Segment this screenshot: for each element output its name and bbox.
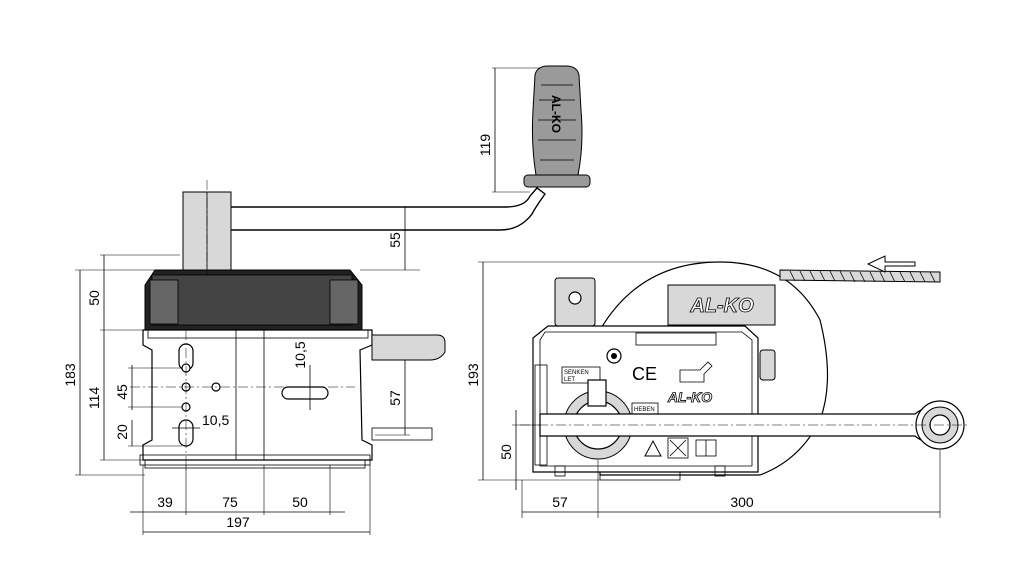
brand-logo: AL-KO: [689, 295, 754, 317]
label-let: LET: [564, 377, 575, 383]
dim-39: 39: [157, 494, 173, 510]
slot-right: [281, 386, 329, 400]
winch-side-view: AL-KO CE AL-KO SENKEN LET HEBEN: [520, 255, 970, 481]
dim-10-5-bottom: 10,5: [202, 412, 229, 428]
housing-rib: [235, 329, 265, 461]
crank-arm: [231, 187, 546, 231]
dim-75: 75: [222, 494, 238, 510]
no-person-under-load-icon: [667, 437, 689, 459]
dim-57-left: 57: [387, 390, 403, 406]
dim-55: 55: [387, 232, 403, 248]
winch-front-view: AL-KO: [130, 65, 591, 470]
right-view-dimensions: 193 50 57 300: [465, 261, 941, 518]
left-view-dimensions: 119 55 50 183 114 45 20 10,5 1: [62, 67, 540, 535]
handle-base: [523, 174, 591, 188]
dim-300: 300: [730, 494, 754, 510]
handle-logo: AL-KO: [549, 95, 563, 133]
dim-50-bottom: 50: [292, 494, 308, 510]
brand-plate: [667, 284, 776, 326]
winch-strap: [779, 269, 941, 283]
warning-triangle-icon: [644, 439, 662, 457]
pull-direction-arrow-icon: [866, 255, 916, 273]
label-senken: SENKEN: [564, 370, 589, 376]
crank-handle-grip: [531, 65, 583, 176]
dim-183: 183: [62, 363, 78, 387]
side-housing: [532, 325, 759, 473]
dim-20: 20: [114, 424, 130, 440]
winch-symbol-icon: [679, 361, 713, 383]
ce-mark: CE: [632, 364, 657, 384]
label-heben: HEBEN: [634, 407, 655, 413]
side-bracket: [371, 334, 446, 361]
dim-45: 45: [114, 384, 130, 400]
dim-114: 114: [86, 387, 102, 410]
dim-57-right: 57: [552, 494, 568, 510]
brand-logo-small: AL-KO: [667, 389, 712, 405]
dim-50-right: 50: [498, 444, 514, 460]
dim-top-50: 50: [86, 290, 102, 306]
dim-119: 119: [477, 134, 493, 157]
dim-197: 197: [226, 514, 250, 530]
housing-side-plate: [142, 329, 373, 461]
dim-10-5-right: 10,5: [292, 341, 308, 368]
dim-193: 193: [465, 363, 481, 387]
